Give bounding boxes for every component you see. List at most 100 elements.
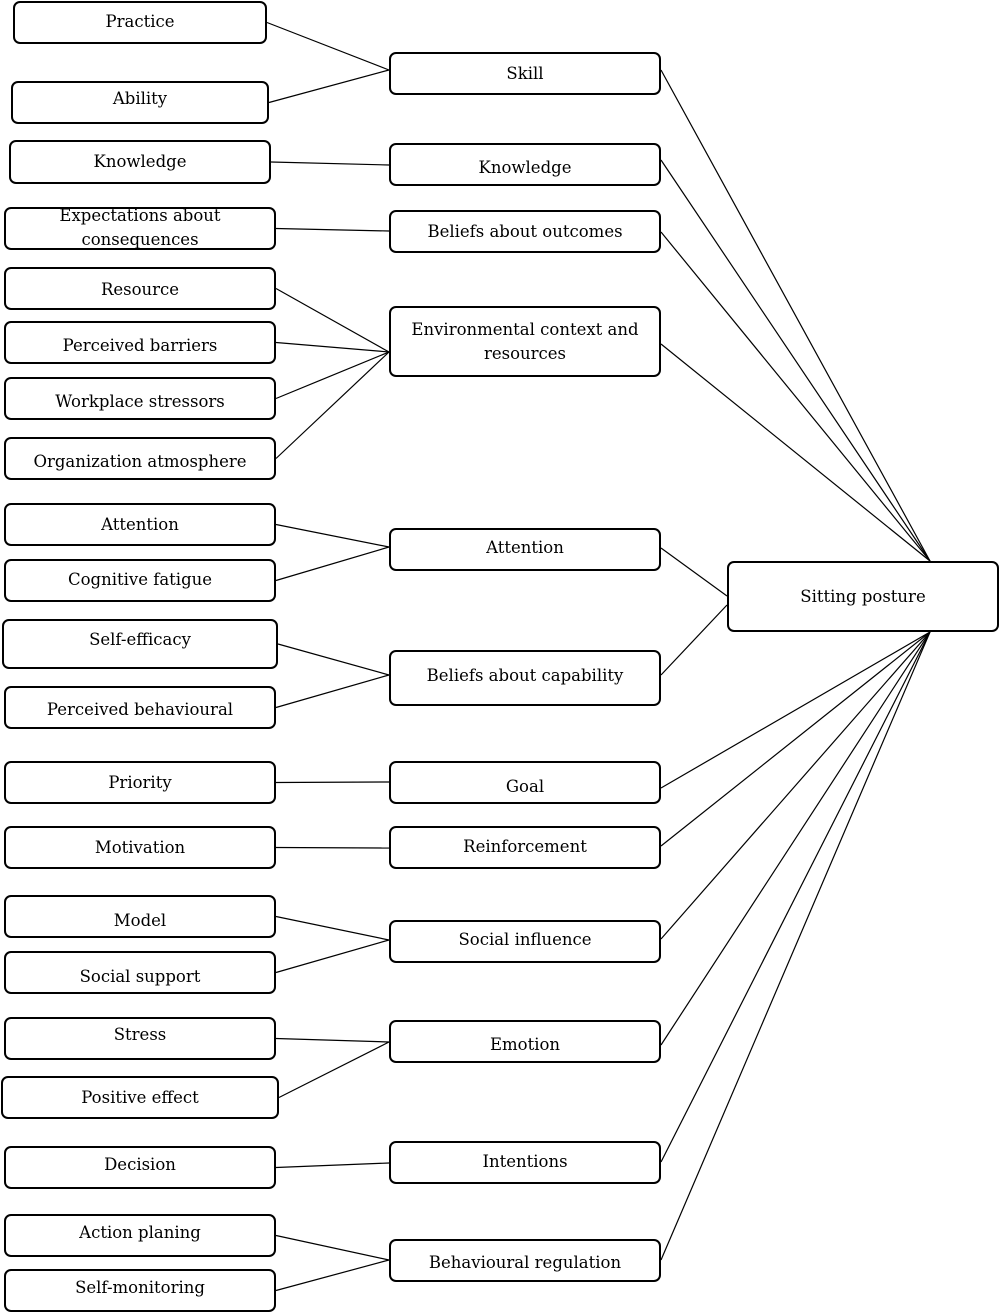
factor-box-cognitive-fatigue-label: Cognitive fatigue xyxy=(67,569,213,589)
link-social-influence-to-target xyxy=(660,631,931,940)
factor-box-model: Model xyxy=(4,895,276,938)
domain-box-intentions-label: Intentions xyxy=(482,1151,568,1171)
link-perceived-behavioural-to-beliefs-capability xyxy=(275,674,390,709)
factor-box-attention-factor: Attention xyxy=(4,503,276,546)
factor-box-model-label: Model xyxy=(113,910,167,930)
factor-box-self-efficacy-label: Self-efficacy xyxy=(89,630,191,649)
factor-box-organization-atmosphere: Organization atmosphere xyxy=(4,437,276,480)
link-skill-to-target xyxy=(660,69,931,562)
link-priority-to-goal xyxy=(275,781,390,784)
factor-box-knowledge-factor-label: Knowledge xyxy=(93,152,187,171)
domain-box-attention: Attention xyxy=(389,528,661,571)
link-ability-to-skill xyxy=(268,69,390,104)
domain-box-reinforcement: Reinforcement xyxy=(389,826,661,869)
factor-box-motivation: Motivation xyxy=(4,826,276,869)
domain-box-skill-label: Skill xyxy=(506,63,544,83)
factor-box-priority: Priority xyxy=(4,761,276,804)
factor-box-social-support-label: Social support xyxy=(79,966,201,986)
factor-box-practice-label: Practice xyxy=(105,11,175,31)
factor-box-workplace-stressors: Workplace stressors xyxy=(4,377,276,420)
domain-box-behavioural-regulation-label: Behavioural regulation xyxy=(428,1252,622,1272)
factor-box-self-efficacy: Self-efficacy xyxy=(2,619,278,669)
link-intentions-to-target xyxy=(660,631,931,1163)
factor-box-organization-atmosphere-label: Organization atmosphere xyxy=(33,451,247,471)
link-environmental-context-to-target xyxy=(660,343,931,562)
factor-box-action-planing: Action planing xyxy=(4,1214,276,1257)
domain-box-social-influence-label: Social influence xyxy=(458,929,592,949)
factor-box-workplace-stressors-label: Workplace stressors xyxy=(55,391,225,411)
link-stress-to-emotion xyxy=(275,1037,390,1043)
link-behavioural-regulation-to-target xyxy=(660,631,931,1261)
link-attention-to-target xyxy=(660,547,728,597)
factor-box-resource: Resource xyxy=(4,267,276,310)
factor-box-attention-factor-label: Attention xyxy=(101,514,179,534)
link-action-planing-to-behavioural-regulation xyxy=(275,1234,390,1261)
factor-box-stress: Stress xyxy=(4,1017,276,1060)
target-box-sitting-posture: Sitting posture xyxy=(727,561,999,632)
domain-box-beliefs-outcomes-label: Beliefs about outcomes xyxy=(427,221,623,241)
factor-box-self-monitoring-label: Self-monitoring xyxy=(75,1277,205,1297)
link-cognitive-fatigue-to-attention xyxy=(275,546,390,582)
link-practice-to-skill xyxy=(266,21,390,71)
link-self-efficacy-to-beliefs-capability xyxy=(277,643,390,676)
factor-box-ability: Ability xyxy=(11,81,269,124)
link-emotion-to-target xyxy=(660,631,931,1046)
domain-box-environmental-context: Environmental context and resources xyxy=(389,306,661,377)
factor-box-social-support: Social support xyxy=(4,951,276,994)
domain-box-attention-label: Attention xyxy=(486,537,564,557)
domain-box-intentions: Intentions xyxy=(389,1141,661,1184)
domain-box-beliefs-capability-label: Beliefs about capability xyxy=(426,666,624,685)
domain-box-behavioural-regulation: Behavioural regulation xyxy=(389,1239,661,1282)
link-attention-factor-to-attention xyxy=(275,523,390,548)
domain-box-beliefs-capability: Beliefs about capability xyxy=(389,650,661,706)
link-decision-to-intentions xyxy=(275,1162,390,1169)
domain-box-beliefs-outcomes: Beliefs about outcomes xyxy=(389,210,661,253)
factor-box-cognitive-fatigue: Cognitive fatigue xyxy=(4,559,276,602)
factor-box-resource-label: Resource xyxy=(100,279,180,299)
link-positive-effect-to-emotion xyxy=(278,1041,390,1099)
link-resource-to-environmental-context xyxy=(275,287,390,353)
factor-box-priority-label: Priority xyxy=(108,772,172,792)
factor-box-decision-label: Decision xyxy=(104,1154,176,1174)
factor-box-motivation-label: Motivation xyxy=(94,837,186,857)
link-self-monitoring-to-behavioural-regulation xyxy=(275,1259,390,1292)
factor-box-decision: Decision xyxy=(4,1146,276,1189)
factor-box-positive-effect-label: Positive effect xyxy=(81,1087,199,1107)
factor-box-stress-label: Stress xyxy=(113,1024,167,1044)
domain-box-social-influence: Social influence xyxy=(389,920,661,963)
factor-box-perceived-behavioural: Perceived behavioural xyxy=(4,686,276,729)
factor-box-self-monitoring: Self-monitoring xyxy=(4,1269,276,1312)
factor-box-perceived-behavioural-label: Perceived behavioural xyxy=(46,699,234,719)
factor-box-ability-label: Ability xyxy=(112,88,168,108)
link-motivation-to-reinforcement xyxy=(275,846,390,849)
domain-box-knowledge: Knowledge xyxy=(389,143,661,186)
target-box-sitting-posture-label: Sitting posture xyxy=(800,586,926,606)
link-social-support-to-social-influence xyxy=(275,939,390,974)
link-organization-atmosphere-to-environmental-context xyxy=(275,351,390,459)
link-knowledge-to-target xyxy=(660,159,931,562)
link-beliefs-outcomes-to-target xyxy=(660,231,931,562)
domain-box-knowledge-label: Knowledge xyxy=(478,157,572,177)
domain-box-environmental-context-label: Environmental context and resources xyxy=(411,319,639,363)
factor-box-positive-effect: Positive effect xyxy=(1,1076,279,1119)
domain-box-emotion-label: Emotion xyxy=(489,1034,561,1054)
link-model-to-social-influence xyxy=(275,915,390,941)
link-perceived-barriers-to-environmental-context xyxy=(275,341,390,353)
domain-box-goal: Goal xyxy=(389,761,661,804)
factor-box-perceived-barriers-label: Perceived barriers xyxy=(62,335,218,355)
link-goal-to-target xyxy=(660,631,931,789)
factor-box-knowledge-factor: Knowledge xyxy=(9,140,271,184)
factor-box-expectations-label: Expectations about consequences xyxy=(59,205,221,249)
factor-box-practice: Practice xyxy=(13,1,267,44)
factor-box-action-planing-label: Action planing xyxy=(79,1222,201,1242)
domain-box-emotion: Emotion xyxy=(389,1020,661,1063)
factor-box-expectations: Expectations about consequences xyxy=(4,205,276,250)
domain-box-goal-label: Goal xyxy=(505,776,545,796)
link-beliefs-capability-to-target xyxy=(660,604,728,676)
factor-box-perceived-barriers: Perceived barriers xyxy=(4,321,276,364)
link-knowledge-factor-to-knowledge xyxy=(270,161,390,166)
link-expectations-to-beliefs-outcomes xyxy=(275,227,390,232)
domain-box-reinforcement-label: Reinforcement xyxy=(463,836,587,856)
